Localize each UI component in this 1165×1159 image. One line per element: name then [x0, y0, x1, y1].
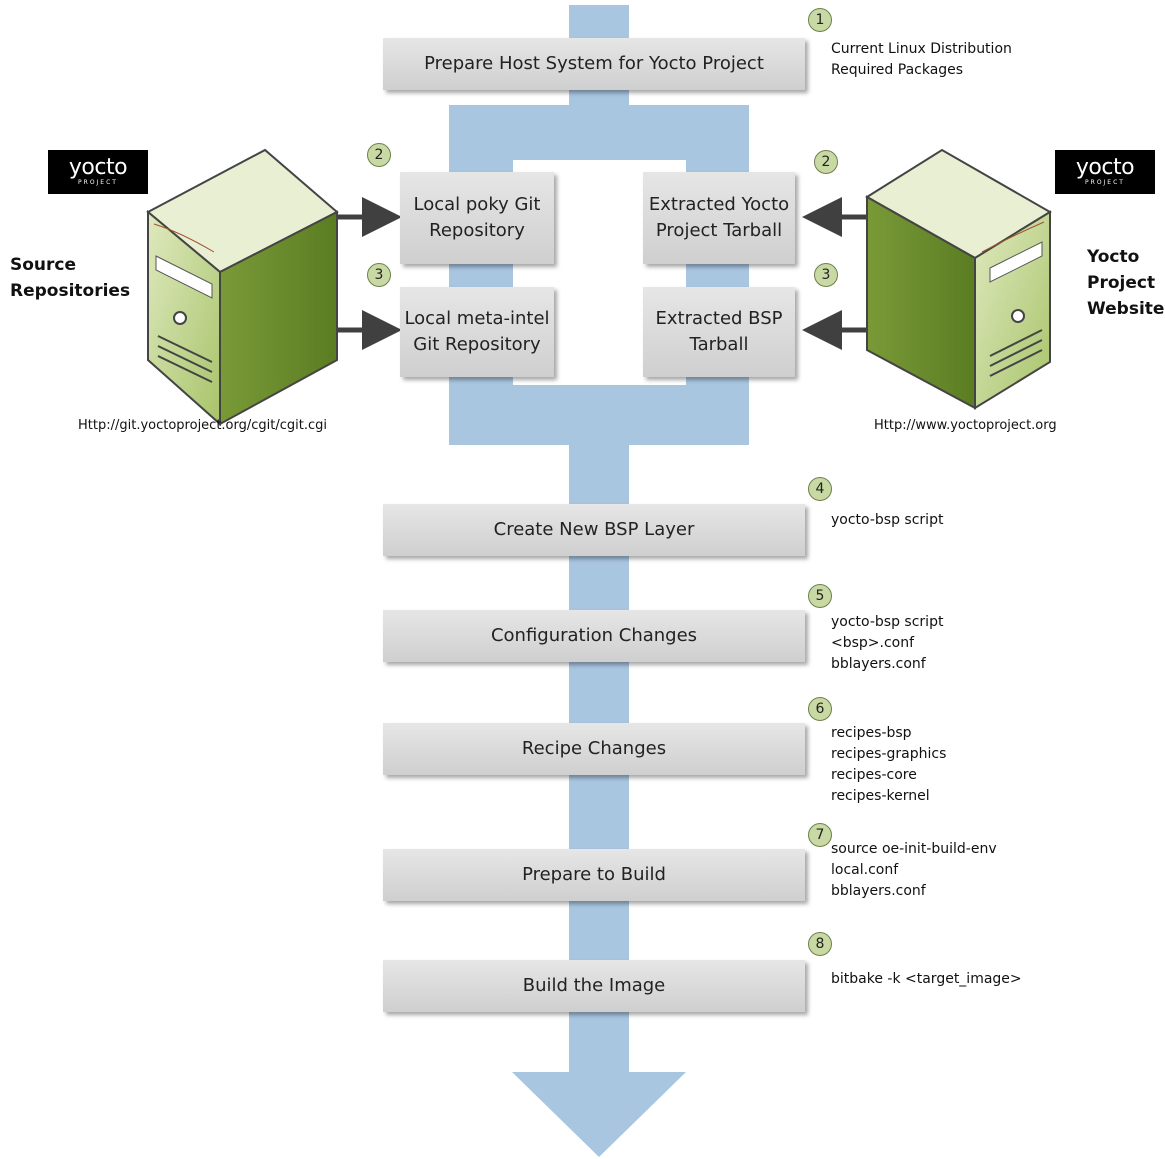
step1-label: Prepare Host System for Yocto Project — [424, 53, 764, 74]
step6-badge: 6 — [808, 697, 832, 721]
step2-poky-box: Local poky Git Repository — [400, 172, 554, 264]
step2-tarball-box: Extracted Yocto Project Tarball — [643, 172, 795, 264]
note-line: recipes-core — [831, 767, 917, 783]
note-line: <bsp>.conf — [831, 635, 915, 651]
step5-box: Configuration Changes — [383, 610, 805, 662]
step3-bsp-tarball-label-a: Extracted BSP — [655, 308, 783, 329]
step4-label: Create New BSP Layer — [493, 519, 695, 540]
note-line: Current Linux Distribution — [831, 41, 1012, 57]
step5-label: Configuration Changes — [490, 625, 698, 646]
left-server-url: Http://git.yoctoproject.org/cgit/cgit.cg… — [78, 418, 327, 433]
step2-poky-label-a: Local poky Git — [413, 194, 541, 215]
step1-badge: 1 — [808, 8, 832, 32]
note-line: bitbake -k <target_image> — [831, 971, 1022, 987]
step3-left-badge: 3 — [367, 263, 391, 287]
step3-meta-intel-label-a: Local meta-intel — [404, 308, 550, 329]
note-line: yocto-bsp script — [831, 512, 944, 528]
logo-sub: PROJECT — [1085, 179, 1125, 186]
step6-label: Recipe Changes — [521, 738, 667, 759]
step3-bsp-tarball-box: Extracted BSP Tarball — [643, 287, 795, 377]
logo-word: yocto — [68, 155, 128, 180]
step5-badge: 5 — [808, 584, 832, 608]
step7-badge: 7 — [808, 823, 832, 847]
step5-notes: yocto-bsp script <bsp>.conf bblayers.con… — [831, 612, 943, 675]
step3-right-badge: 3 — [814, 263, 838, 287]
note-line: recipes-graphics — [831, 746, 947, 762]
step6-box: Recipe Changes — [383, 723, 805, 775]
yocto-project-website-label: Yocto Project Website — [1087, 244, 1164, 322]
step8-box: Build the Image — [383, 960, 805, 1012]
label-line: Website — [1087, 299, 1165, 319]
note-line: yocto-bsp script — [831, 614, 944, 630]
note-line: recipes-bsp — [831, 725, 912, 741]
note-line: local.conf — [831, 862, 899, 878]
step6-notes: recipes-bsp recipes-graphics recipes-cor… — [831, 723, 946, 807]
note-line: Required Packages — [831, 62, 964, 78]
right-server-icon — [865, 148, 1052, 410]
logo-sub: PROJECT — [78, 179, 118, 186]
step2-tarball-label-b: Project Tarball — [655, 220, 783, 241]
step1-box: Prepare Host System for Yocto Project — [383, 38, 805, 90]
step2-right-badge: 2 — [814, 150, 838, 174]
step8-badge: 8 — [808, 932, 832, 956]
step7-notes: source oe-init-build-env local.conf bbla… — [831, 839, 997, 902]
step8-label: Build the Image — [522, 975, 666, 996]
step8-notes: bitbake -k <target_image> — [831, 969, 1022, 990]
left-yocto-logo: yocto PROJECT — [48, 150, 148, 194]
right-server-url: Http://www.yoctoproject.org — [874, 418, 1057, 433]
step3-meta-intel-box: Local meta-intel Git Repository — [400, 287, 554, 377]
step7-label: Prepare to Build — [522, 864, 666, 885]
step2-left-badge: 2 — [367, 143, 391, 167]
left-server-icon — [146, 148, 339, 427]
note-line: recipes-kernel — [831, 788, 930, 804]
label-line: Repositories — [10, 281, 131, 301]
label-line: Yocto — [1087, 247, 1140, 267]
note-line: bblayers.conf — [831, 883, 926, 899]
step4-box: Create New BSP Layer — [383, 504, 805, 556]
label-line: Project — [1087, 273, 1156, 293]
step2-poky-label-b: Repository — [429, 220, 525, 241]
connector-arrows — [338, 197, 866, 350]
step4-badge: 4 — [808, 477, 832, 501]
right-yocto-logo: yocto PROJECT — [1055, 150, 1155, 194]
label-line: Source — [10, 255, 77, 275]
note-line: bblayers.conf — [831, 656, 926, 672]
note-line: source oe-init-build-env — [831, 841, 997, 857]
step3-meta-intel-label-b: Git Repository — [413, 334, 541, 355]
step2-tarball-label-a: Extracted Yocto — [648, 194, 790, 215]
logo-word: yocto — [1075, 155, 1135, 180]
step4-notes: yocto-bsp script — [831, 510, 943, 531]
step7-box: Prepare to Build — [383, 849, 805, 901]
step1-notes: Current Linux Distribution Required Pack… — [831, 39, 1012, 81]
source-repositories-label: Source Repositories — [10, 252, 130, 304]
step3-bsp-tarball-label-b: Tarball — [689, 334, 749, 355]
